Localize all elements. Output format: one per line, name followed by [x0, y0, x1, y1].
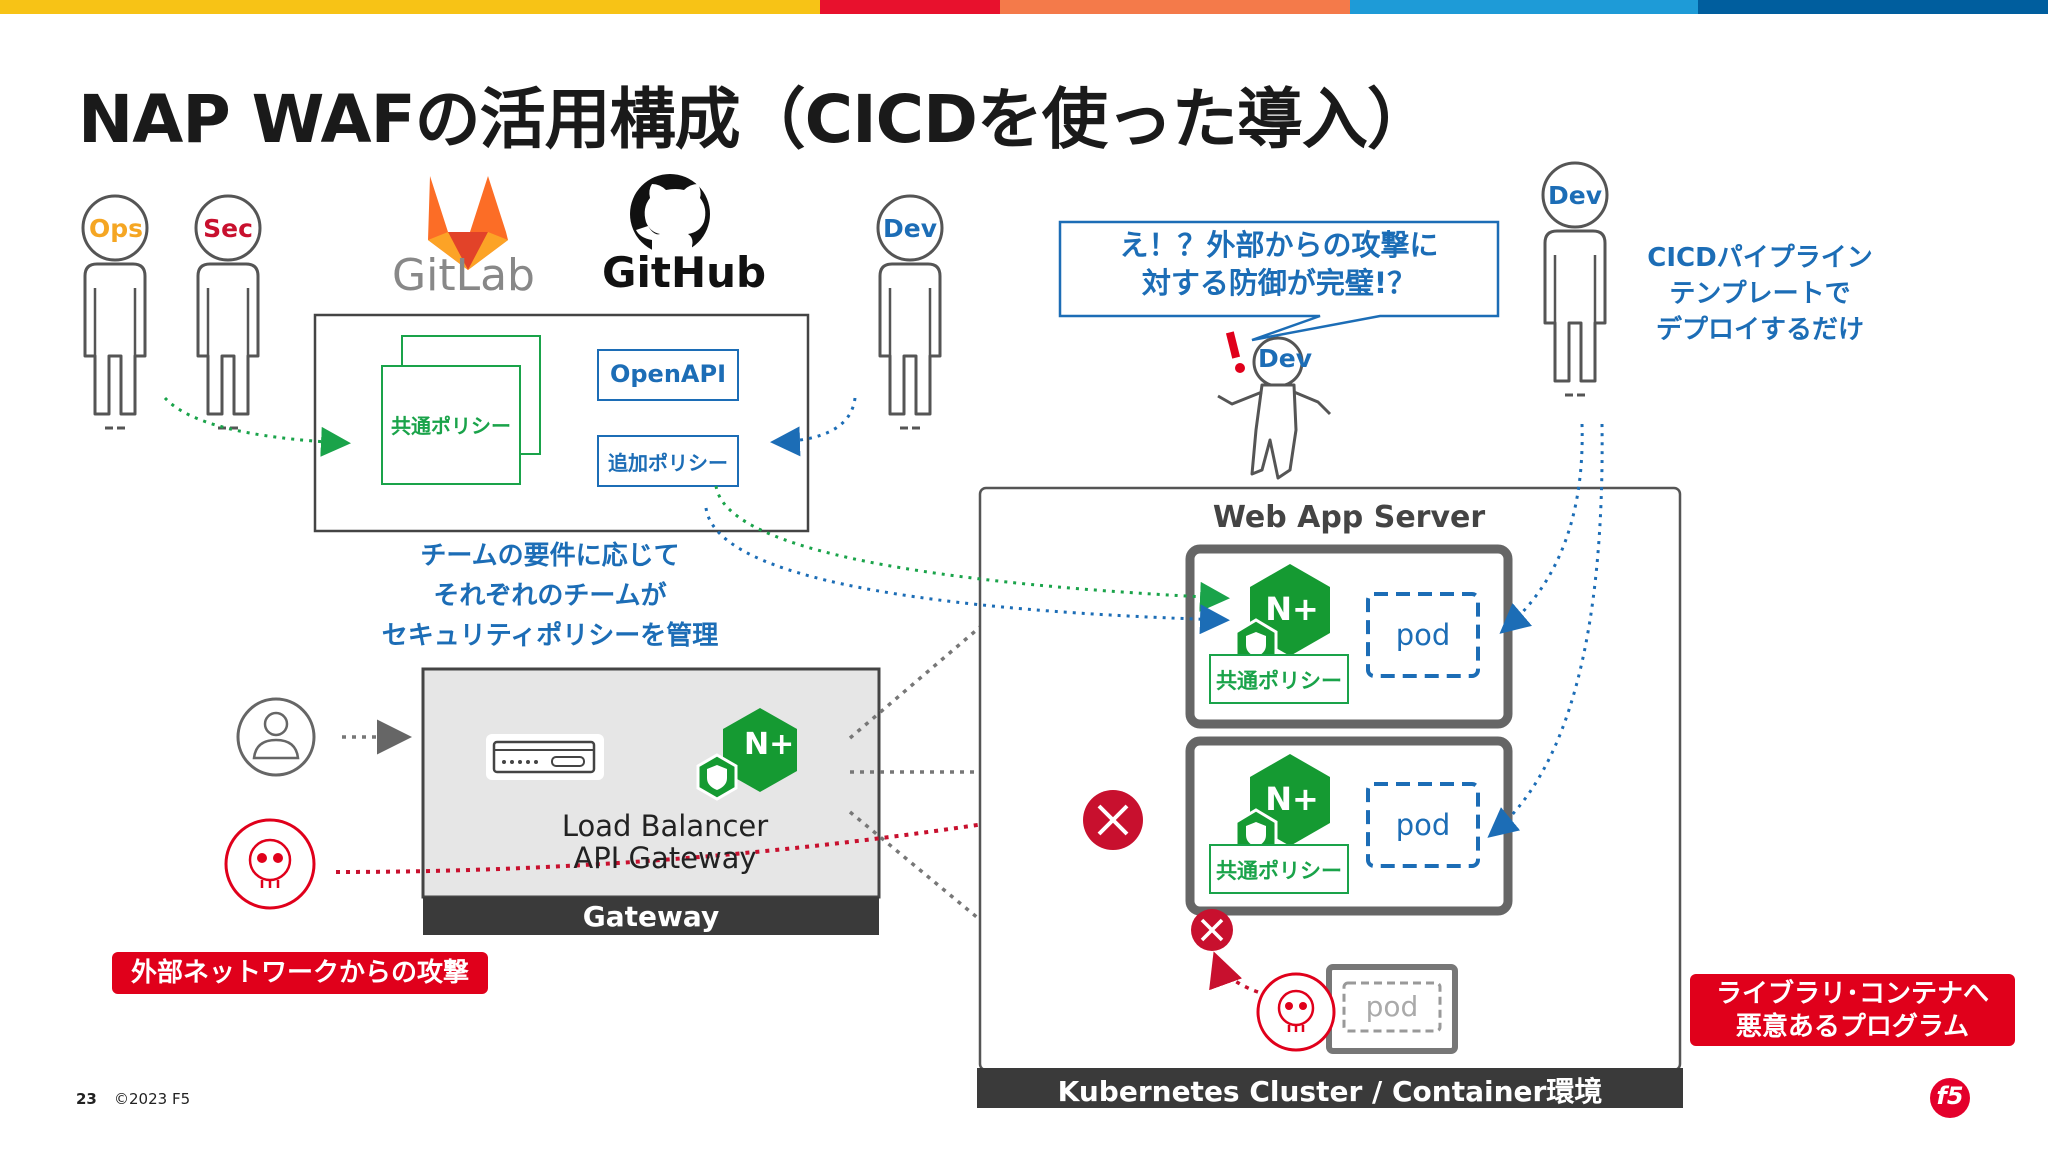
gateway-footer — [423, 897, 879, 935]
bar-segment-red — [820, 0, 1000, 14]
pod1-pod-box — [1366, 592, 1480, 678]
slide-title: NAP WAFの活用構成（CICDを使った導入） — [78, 81, 1433, 158]
speech-line1: え！？外部からの攻撃に — [1119, 228, 1439, 262]
pod3-label: pod — [1365, 990, 1419, 1023]
common-policy-label: 共通ポリシー — [391, 414, 511, 438]
malicious-tag-line2: 悪意あるプログラム — [1735, 1012, 1970, 1042]
dev-hit-label: Dev — [1257, 344, 1312, 373]
common-policy-doc — [381, 365, 521, 485]
pod3-pod-box — [1342, 981, 1442, 1033]
malicious-to-pod-arrow — [1209, 951, 1259, 994]
dev-right-label: Dev — [1547, 181, 1602, 210]
ops-label: Ops — [88, 214, 144, 243]
external-attack-tag: 外部ネットワークからの攻撃 — [112, 952, 488, 994]
load-balancer-line1: Load Balancer — [561, 809, 769, 843]
pod2-nplus-label: N+ — [1265, 780, 1319, 818]
team-policy-note-line3: セキュリティポリシーを管理 — [381, 621, 719, 651]
additional-policy-deploy-arrow — [704, 507, 1230, 635]
pod2-common-policy — [1209, 844, 1349, 894]
gateway-nplus-label: N+ — [744, 727, 795, 762]
f5-logo-text: f5 — [1936, 1082, 1964, 1110]
gateway-footer-label: Gateway — [582, 900, 720, 933]
gateway-to-pod1-arrow — [848, 535, 1088, 740]
bar-segment-yellow — [0, 0, 820, 14]
common-policy-deploy-arrow — [714, 485, 1230, 612]
block-x-icon-small — [1191, 909, 1233, 951]
additional-policy-box — [597, 435, 739, 487]
pod2-pod-box — [1366, 782, 1480, 868]
github-wordmark: GitHub — [602, 248, 767, 297]
gitlab-wordmark: GitLab — [392, 250, 535, 301]
gateway-box — [421, 667, 881, 899]
attacker-skull-icon — [224, 818, 316, 910]
server-appliance-icon — [486, 734, 604, 780]
top-color-bar — [0, 0, 2048, 14]
page-number: 23 — [76, 1090, 97, 1108]
cicd-note: CICDパイプライン テンプレートで デプロイするだけ — [1620, 240, 1900, 348]
pod1-nplus-label: N+ — [1265, 590, 1319, 628]
bar-segment-darkblue — [1698, 0, 2048, 14]
external-attack-arrow — [335, 797, 1068, 874]
speech-bubble — [1058, 220, 1500, 342]
additional-policy-label: 追加ポリシー — [608, 451, 728, 475]
web-app-server-label: Web App Server — [1212, 500, 1486, 535]
cicd-deploy-arrow-2 — [1487, 423, 1604, 838]
openapi-label: OpenAPI — [609, 360, 727, 388]
team-policy-note-line1: チームの要件に応じて — [420, 541, 680, 571]
block-x-icon-large — [1083, 790, 1143, 850]
team-policy-note: チームの要件に応じて それぞれのチームが セキュリティポリシーを管理 — [340, 536, 760, 656]
malicious-tag-line1: ライブラリ･コンテナへ — [1715, 979, 1989, 1009]
pod2-common-policy-label: 共通ポリシー — [1216, 859, 1342, 883]
dev-left-label: Dev — [882, 214, 937, 243]
bar-segment-orange — [1000, 0, 1350, 14]
gitlab-logo-icon — [428, 176, 508, 270]
pod1-label: pod — [1395, 618, 1451, 652]
sec-label: Sec — [203, 214, 253, 243]
copyright-text: ©2023 F5 — [114, 1090, 191, 1108]
malicious-skull-icon — [1256, 972, 1336, 1052]
bar-segment-blue — [1350, 0, 1698, 14]
pod1-common-policy-label: 共通ポリシー — [1216, 669, 1342, 693]
openapi-box — [597, 349, 739, 401]
github-logo-icon — [630, 174, 710, 254]
pod2-label: pod — [1395, 808, 1451, 842]
speech-line2: 対する防御が完璧!？ — [1141, 266, 1417, 300]
cluster-footer — [977, 1068, 1683, 1108]
f5-logo-icon — [1930, 1078, 1970, 1118]
cicd-note-line1: CICDパイプライン — [1647, 243, 1873, 273]
cicd-note-line3: デプロイするだけ — [1655, 315, 1864, 345]
malicious-program-tag: ライブラリ･コンテナへ 悪意あるプログラム — [1690, 974, 2015, 1046]
person-dev-hit — [1217, 336, 1332, 480]
alert-mark-icon — [1225, 331, 1245, 373]
cicd-note-line2: テンプレートで — [1669, 279, 1851, 309]
load-balancer-line2: API Gateway — [573, 841, 757, 875]
team-policy-note-line2: それぞれのチームが — [433, 581, 667, 611]
gateway-nginx-plus-icon — [696, 708, 797, 801]
load-balancer-label: Load Balancer API Gateway — [500, 810, 830, 874]
pod2-nginx-plus-icon — [1234, 754, 1330, 859]
user-icon — [236, 697, 316, 777]
cluster-footer-label: Kubernetes Cluster / Container環境 — [1057, 1075, 1603, 1108]
pod1-common-policy — [1209, 654, 1349, 704]
speech-text: え！？外部からの攻撃に 対する防御が完璧!？ — [1062, 226, 1496, 302]
